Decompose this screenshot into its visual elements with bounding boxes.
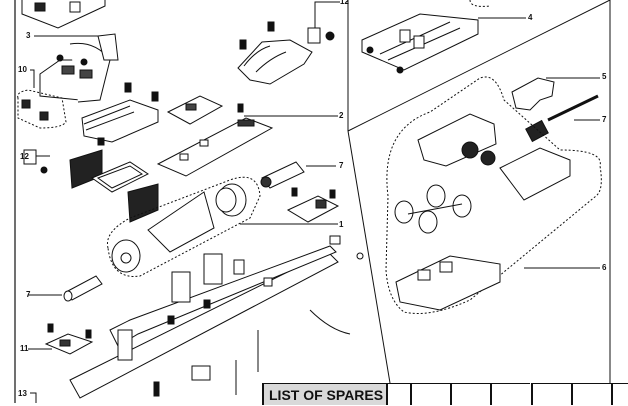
spares-table-title: LIST OF SPARES	[262, 383, 386, 405]
motor-assembly	[106, 176, 338, 277]
callout-label-7-left: 7	[26, 290, 31, 299]
body-shell-part	[21, 0, 106, 29]
spares-table-cell	[571, 383, 611, 405]
callout-label-4: 4	[528, 13, 533, 22]
callout-label-12-top: 12	[340, 0, 349, 6]
callout-label-7-mid: 7	[339, 161, 344, 170]
cylinder-parts	[28, 161, 336, 302]
callout-label-12-left: 12	[20, 152, 29, 161]
spares-table-cell	[531, 383, 571, 405]
small-board-11	[28, 323, 94, 355]
bogie-assembly-6	[385, 76, 602, 314]
callout-label-6: 6	[602, 263, 607, 272]
callout-label-5: 5	[602, 72, 607, 81]
spares-table-cell	[490, 383, 530, 405]
heatsinks	[23, 149, 159, 223]
bogie-frame-4	[361, 13, 526, 74]
chassis	[69, 235, 364, 399]
callout-label-13: 13	[18, 389, 27, 398]
callout-label-10: 10	[18, 65, 27, 74]
cover-plate	[81, 82, 159, 146]
callout-label-2: 2	[339, 111, 344, 120]
callout-label-1: 1	[339, 220, 344, 229]
callout-label-7-right: 7	[602, 115, 607, 124]
drive-shaft-7	[525, 94, 600, 143]
coupler-5	[511, 77, 600, 111]
callout-label-11: 11	[20, 344, 29, 353]
spares-table-cell	[410, 383, 450, 405]
decoder-board	[286, 187, 340, 223]
wavy-plate	[237, 1, 340, 85]
circuit-boards	[156, 95, 338, 177]
spares-table-cell	[611, 383, 628, 405]
spares-table-cell	[450, 383, 490, 405]
spares-table-cell	[386, 383, 426, 405]
bracket-assembly	[39, 33, 119, 103]
callout-label-3: 3	[26, 31, 31, 40]
